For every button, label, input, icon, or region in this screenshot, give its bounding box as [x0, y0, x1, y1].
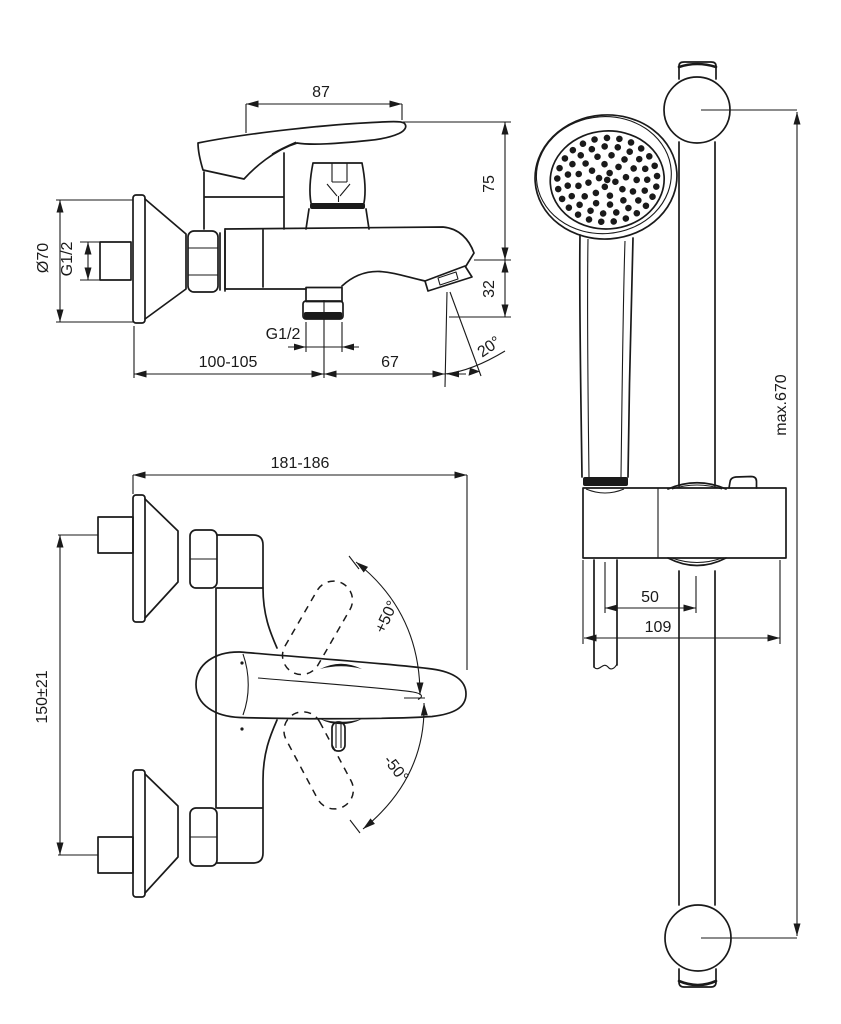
- dim-wall-to-outlet-label: 100-105: [199, 354, 258, 371]
- side-body-top: [224, 226, 475, 267]
- dim-max-height-label: max.670: [773, 374, 790, 435]
- dim-hose-offset-label: 50: [641, 589, 659, 606]
- dim-outlet-thread-label: G1/2: [266, 326, 301, 343]
- dim-flange-diameter-label: Ø70: [35, 243, 52, 273]
- handshower-handle: [578, 234, 634, 486]
- holder-lock-tab: [728, 475, 758, 489]
- front-handle-swing-up-outline: [281, 580, 354, 676]
- dim-swing-down-label: -50°: [380, 752, 412, 786]
- rail-bottom-cap: [678, 968, 717, 988]
- rail-top-cap: [678, 61, 717, 80]
- side-flange-cone: [144, 198, 187, 320]
- side-spout-underside: [341, 270, 426, 287]
- side-handle-neck: [203, 152, 285, 230]
- dim-swing-up-label: +50°: [372, 598, 402, 636]
- front-body: [215, 534, 264, 809]
- dim-swing-down-arc: [362, 702, 428, 830]
- dim-handle-width-label: 87: [312, 84, 330, 101]
- front-upper-wall-plate: [132, 494, 146, 623]
- dim-spray-angle-label: 20°: [475, 333, 505, 361]
- side-outlet: [305, 286, 343, 303]
- front-upper-inlet-block: [97, 516, 134, 554]
- spray-nozzle-dots: [553, 134, 661, 226]
- handshower-head: [534, 114, 678, 240]
- dim-spout-drop-label: 32: [481, 280, 498, 298]
- front-lower-wall-plate: [132, 769, 146, 898]
- rail-slider-holder: [582, 475, 787, 567]
- shower-rail-view: max.670 50 109: [534, 61, 801, 988]
- side-aerator: [424, 265, 473, 292]
- dim-overall-width-label: 181-186: [271, 455, 330, 472]
- front-lever-handle: [195, 651, 467, 720]
- dim-bracket-width-label: 109: [645, 619, 672, 636]
- front-diverter-stem: [331, 721, 346, 752]
- mixer-front-view: +50° -50° 181-186 150±21: [34, 455, 468, 898]
- dim-inlet-centres-label: 150±21: [34, 670, 51, 723]
- rail-bar: [678, 141, 716, 906]
- dim-height-label: 75: [481, 175, 498, 193]
- side-wall-plate: [132, 194, 146, 324]
- side-hex-nut: [187, 230, 219, 293]
- dim-inlet-thread-label: G1/2: [59, 242, 76, 277]
- mixer-side-view: 87 75 32 Ø70 G1/2 100-105 67 G1/2 20°: [35, 84, 511, 388]
- dim-outlet-to-spout-label: 67: [381, 354, 399, 371]
- front-lower-inlet-block: [97, 836, 134, 874]
- side-lever-handle: [197, 120, 407, 180]
- front-handle-swing-down-outline: [283, 711, 355, 810]
- side-inlet-block: [99, 241, 132, 281]
- front-upper-cone: [144, 498, 179, 619]
- side-diverter-knob: [305, 162, 370, 230]
- front-lower-cone: [144, 773, 179, 894]
- shower-hose: [593, 559, 618, 668]
- dim-swing-up-arc: [355, 561, 424, 696]
